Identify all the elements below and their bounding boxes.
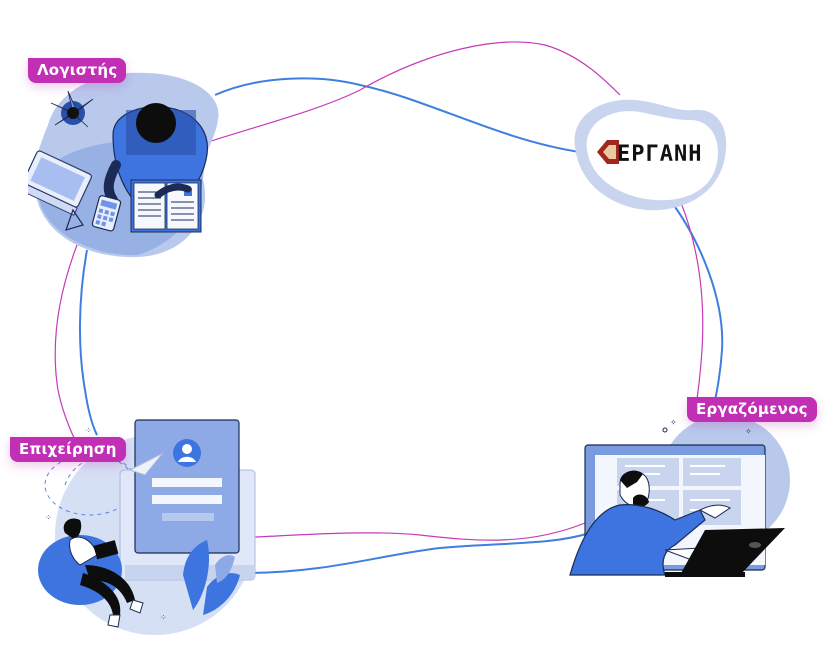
business-illustration: ⁘ ⁘ ⁘ [38,419,256,635]
svg-text:⁘: ⁘ [45,513,52,522]
employee-illustration: ✧ ✧ [569,415,790,577]
pink-line-bottom [254,522,586,541]
accountant-person [103,103,208,206]
blue-line-left [79,249,98,436]
accountant-label: Λογιστής [28,58,127,83]
glasses-icon [65,208,84,231]
ergani-node[interactable]: ΕΡΓΑΝΗ [565,92,730,214]
blue-line-top [214,77,581,153]
svg-text:⁘: ⁘ [160,613,167,622]
blue-line-bottom [249,532,591,574]
login-card [134,419,240,554]
pink-line-top [204,41,621,144]
ergani-blob-front [586,111,718,201]
employee-label: Εργαζόμενος [687,397,817,422]
svg-text:✧: ✧ [670,418,677,427]
svg-text:✧: ✧ [745,427,752,436]
calculator-icon [91,195,122,232]
business-label: Επιχείρηση [10,437,126,462]
ergani-logo-text: ΕΡΓΑΝΗ [617,142,702,167]
pink-line-right [679,199,704,413]
laptop-black [665,528,785,577]
ergani-logo: ΕΡΓΑΝΗ [597,140,702,167]
blue-line-right [669,199,724,416]
svg-text:⁘: ⁘ [85,426,92,435]
man-presenting [569,470,731,576]
laptop-icon [28,150,92,216]
accountant-illustration [28,72,219,258]
plant-icon [50,90,94,128]
woman-with-laptop [63,518,144,628]
paper-plane-icon [128,452,164,476]
pink-line-left [54,244,78,441]
head [136,103,176,143]
